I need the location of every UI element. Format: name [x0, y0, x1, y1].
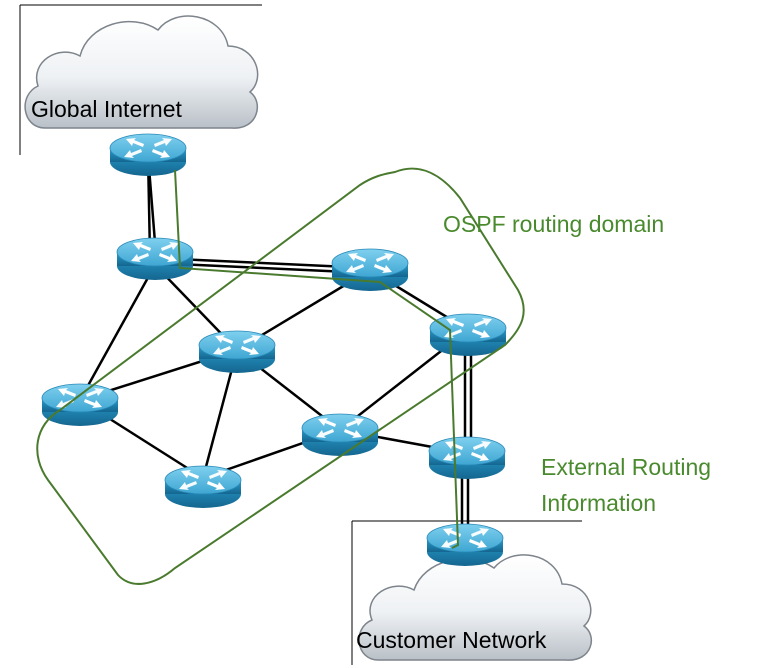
router-asbr-icon [428, 436, 506, 480]
external-routing-label-line2: Information [541, 490, 656, 516]
external-routing-label-line1: External Routing [541, 454, 711, 480]
ospf-domain-label: OSPF routing domain [443, 211, 664, 237]
customer-network-cloud-icon [358, 554, 593, 661]
router-abr-right-icon [429, 313, 507, 357]
router-internet-edge-icon [109, 133, 187, 177]
router-core-top-icon [116, 237, 194, 281]
router-mid-lower-icon [301, 413, 379, 457]
router-bottom-left-icon [164, 465, 242, 509]
external-routing-path [174, 169, 460, 549]
router-left-icon [41, 383, 119, 427]
global-internet-label: Global Internet [31, 96, 182, 122]
router-core-right-icon [331, 248, 409, 292]
global-internet-frame [19, 4, 262, 155]
global-internet-cloud-icon [24, 15, 259, 129]
ospf-domain-outline [36, 167, 525, 585]
customer-network-label: Customer Network [356, 627, 547, 653]
router-customer-edge-icon [426, 523, 504, 567]
router-center-icon [198, 330, 276, 374]
